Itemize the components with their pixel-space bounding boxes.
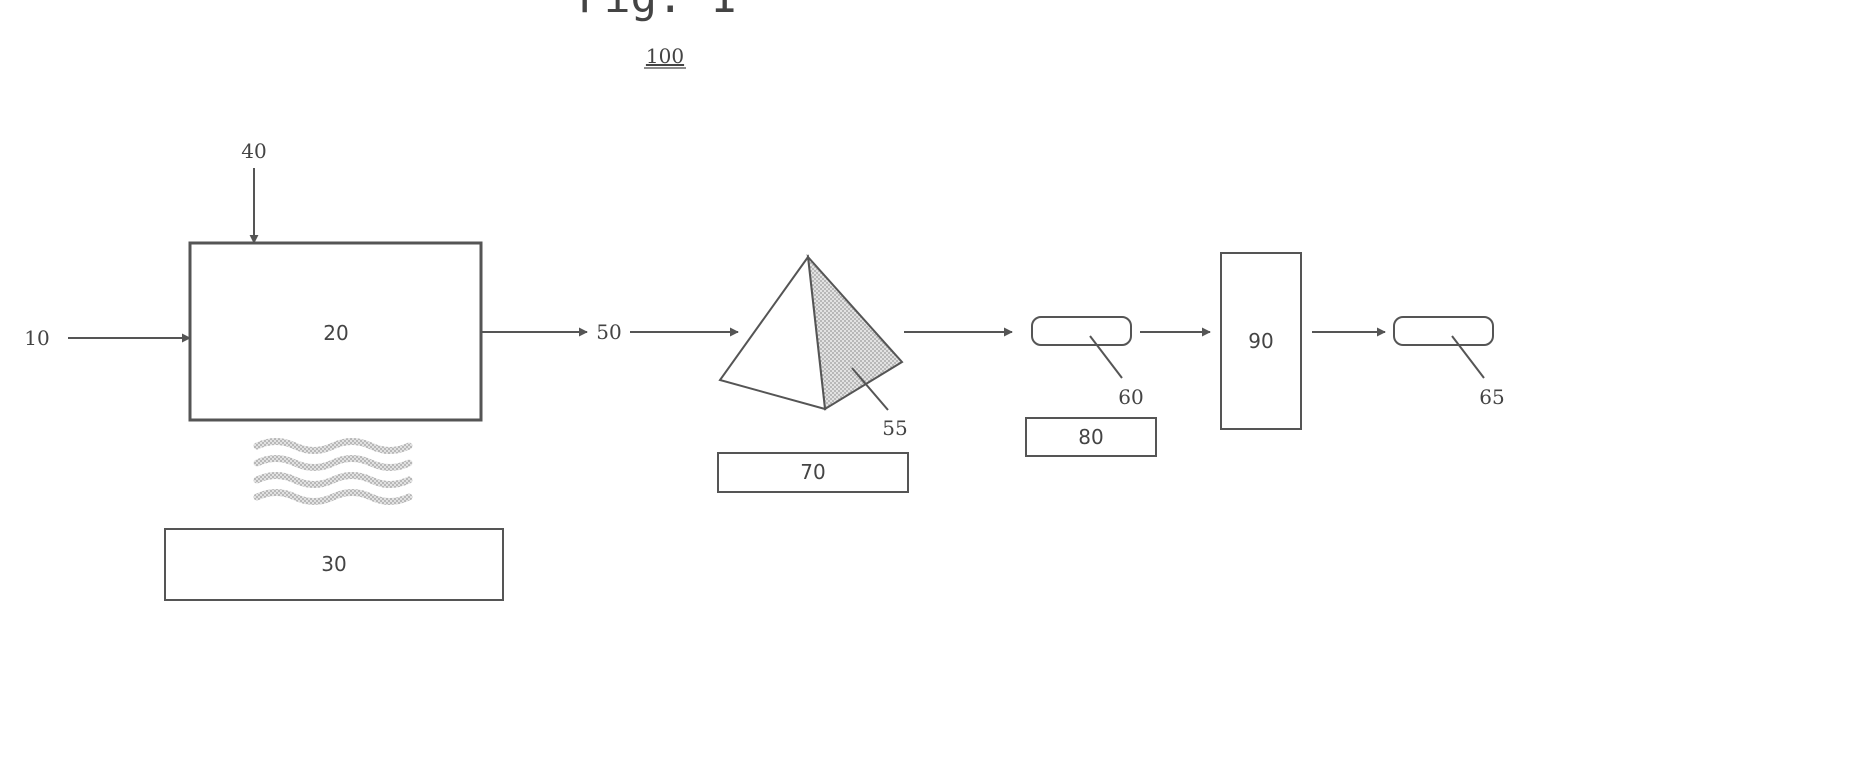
label-60: 60 — [1118, 385, 1143, 409]
figure-title: Fig. 1 — [578, 0, 737, 23]
label-70: 70 — [800, 460, 825, 484]
label-90: 90 — [1248, 329, 1273, 353]
label-20: 20 — [323, 321, 348, 345]
part-65 — [1394, 317, 1493, 345]
label-30: 30 — [321, 552, 346, 576]
label-65: 65 — [1479, 385, 1504, 409]
label-10: 10 — [24, 326, 49, 350]
figure-reference-number: 100 — [646, 44, 684, 68]
label-50: 50 — [596, 320, 621, 344]
heat-waves — [257, 442, 409, 502]
pyramid — [720, 257, 902, 409]
label-40: 40 — [241, 139, 266, 163]
label-80: 80 — [1078, 425, 1103, 449]
label-55: 55 — [882, 416, 907, 440]
part-60 — [1032, 317, 1131, 345]
